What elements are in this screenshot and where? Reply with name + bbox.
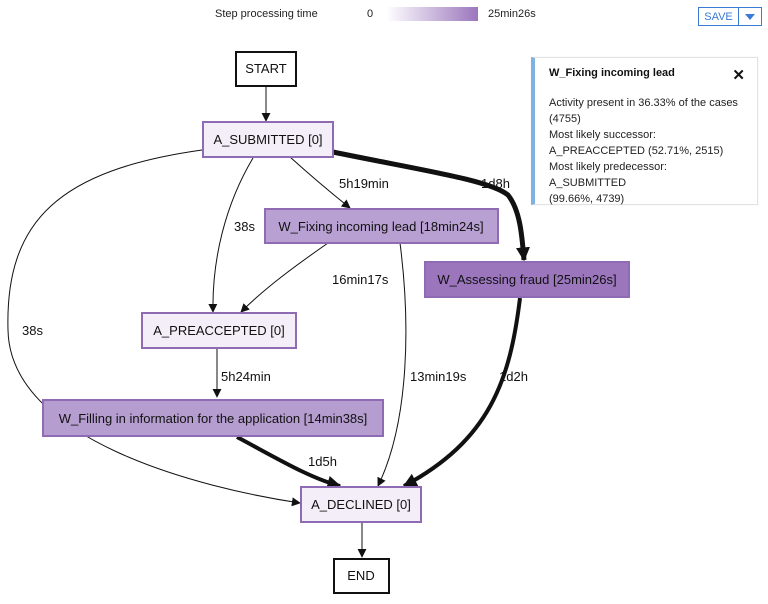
edge-fixing-preaccepted[interactable]: [240, 242, 329, 313]
info-line: Most likely successor:: [549, 129, 656, 141]
node-end[interactable]: END: [333, 558, 390, 594]
node-start-label: START: [245, 61, 286, 76]
node-fixing-label: W_Fixing incoming lead [18min24s]: [278, 219, 483, 234]
save-dropdown-button[interactable]: [739, 8, 761, 25]
edge-label-filling-declined: 1d5h: [308, 454, 337, 469]
legend-title: Step processing time: [215, 8, 318, 20]
save-button[interactable]: SAVE: [699, 8, 739, 25]
info-line: Activity present in 36.33% of the cases: [549, 97, 738, 109]
node-declined[interactable]: A_DECLINED [0]: [300, 486, 422, 523]
activity-info-panel: W_Fixing incoming lead ✕ Activity presen…: [531, 57, 758, 205]
info-line: (4755): [549, 113, 581, 125]
info-line: Most likely predecessor: A_SUBMITTED: [549, 161, 667, 189]
info-line: (99.66%, 4739): [549, 193, 625, 205]
edge-label-submitted-preaccepted: 38s: [234, 219, 255, 234]
legend-color-scale: [386, 7, 478, 21]
caret-down-icon: [745, 13, 755, 20]
legend-min-value: 0: [367, 8, 374, 20]
node-submitted[interactable]: A_SUBMITTED [0]: [202, 121, 334, 158]
node-submitted-label: A_SUBMITTED [0]: [213, 132, 322, 147]
node-declined-label: A_DECLINED [0]: [311, 497, 411, 512]
node-filling[interactable]: W_Filling in information for the applica…: [42, 399, 384, 437]
node-fraud[interactable]: W_Assessing fraud [25min26s]: [424, 261, 630, 298]
edge-label-submitted-fraud: 1d8h: [481, 176, 510, 191]
edge-submitted-fraud[interactable]: [332, 149, 530, 262]
edge-fraud-declined[interactable]: [402, 297, 522, 488]
node-preaccepted[interactable]: A_PREACCEPTED [0]: [141, 312, 297, 349]
node-fixing[interactable]: W_Fixing incoming lead [18min24s]: [264, 208, 499, 244]
edge-label-submitted-fixing: 5h19min: [339, 176, 389, 191]
edge-fixing-declined[interactable]: [377, 242, 407, 487]
edge-submitted-fixing[interactable]: [289, 156, 351, 209]
legend-max-value: 25min26s: [488, 8, 536, 20]
node-start[interactable]: START: [235, 51, 297, 87]
info-line: A_PREACCEPTED (52.71%, 2515): [549, 145, 724, 157]
edge-label-preaccepted-filling: 5h24min: [221, 369, 271, 384]
edge-label-fixing-preaccepted: 16min17s: [332, 272, 389, 287]
edge-label-fraud-declined: 1d2h: [499, 369, 528, 384]
node-end-label: END: [347, 568, 374, 583]
node-preaccepted-label: A_PREACCEPTED [0]: [153, 323, 285, 338]
close-icon[interactable]: ✕: [732, 67, 745, 84]
save-button-group: SAVE: [698, 7, 762, 26]
edge-filling-declined[interactable]: [236, 435, 342, 490]
edge-submitted-preaccepted[interactable]: [208, 157, 254, 313]
node-filling-label: W_Filling in information for the applica…: [59, 411, 368, 426]
node-fraud-label: W_Assessing fraud [25min26s]: [437, 272, 616, 287]
edge-label-fixing-declined: 13min19s: [410, 369, 467, 384]
info-panel-title: W_Fixing incoming lead: [549, 67, 675, 79]
edge-submitted-declined[interactable]: [7, 149, 301, 507]
edge-label-submitted-declined: 38s: [22, 323, 43, 338]
